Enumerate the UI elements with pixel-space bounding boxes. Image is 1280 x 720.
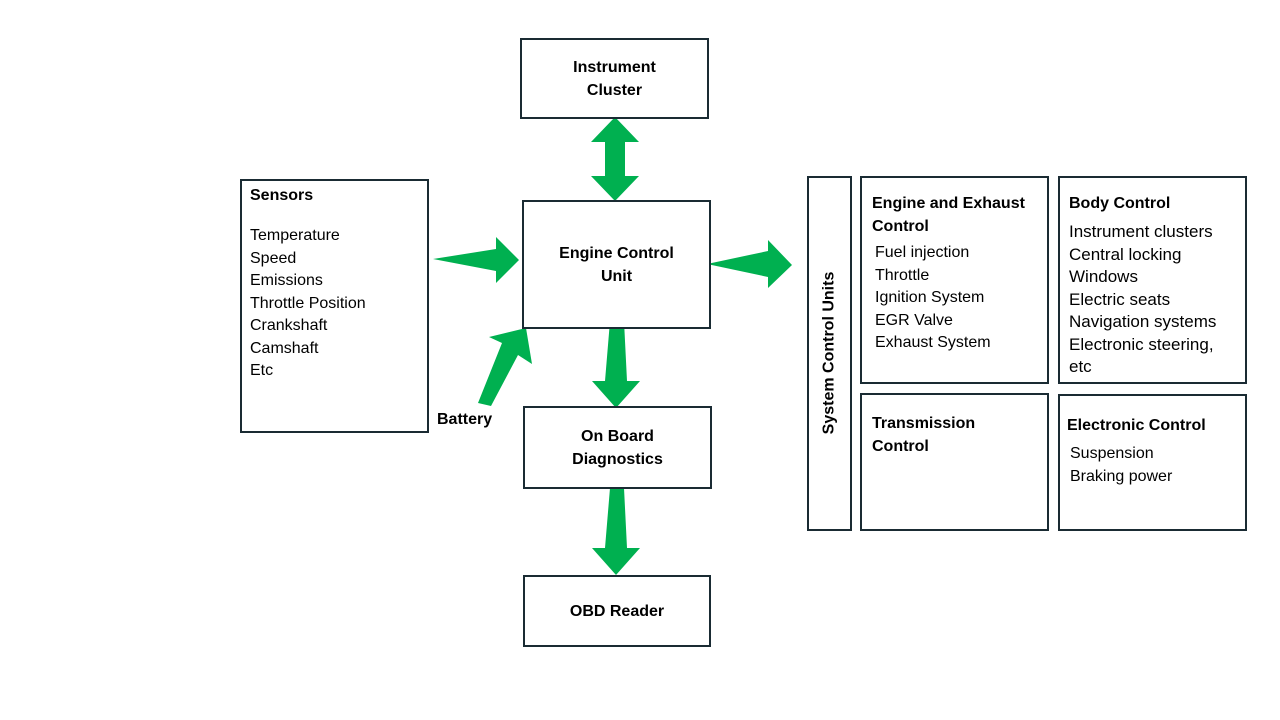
engine-exhaust-control-box: Engine and Exhaust Control Fuel injectio…	[860, 176, 1049, 384]
body-control-item: Windows	[1069, 267, 1138, 286]
electronic-control-title: Electronic Control	[1067, 417, 1206, 434]
obd-label-line1: On Board	[581, 427, 654, 445]
sensor-item: Temperature	[250, 227, 340, 244]
electronic-control-item: Braking power	[1070, 467, 1173, 485]
sensor-item: Crankshaft	[250, 317, 328, 334]
system-control-units-bar	[807, 176, 852, 531]
electronic-control-item: Suspension	[1070, 445, 1154, 462]
body-control-item: Navigation systems	[1069, 312, 1217, 331]
engine-exhaust-item: EGR Valve	[875, 311, 953, 329]
engine-exhaust-item: Fuel injection	[875, 244, 970, 261]
body-control-list: Instrument clusters Central locking Wind…	[1069, 221, 1245, 379]
body-control-item: Instrument clusters	[1069, 222, 1213, 241]
engine-exhaust-title-line1: Engine and Exhaust	[872, 195, 1025, 212]
electronic-control-box: Electronic Control Suspension Braking po…	[1058, 394, 1247, 531]
system-control-units-label: System Control Units	[820, 271, 838, 435]
instrument-cluster-box: Instrument Cluster	[520, 38, 709, 119]
ecu-label-line2: Unit	[600, 267, 633, 285]
sensors-list: Temperature Speed Emissions Throttle Pos…	[250, 225, 427, 383]
system-control-units-label-wrap: System Control Units	[808, 176, 851, 530]
sensor-item: Etc	[250, 362, 274, 379]
arrow-sensors-to-ecu	[433, 237, 519, 283]
arrow-ecu-to-obd	[592, 321, 640, 408]
instrument-cluster-label-line1: Instrument	[573, 58, 656, 76]
engine-exhaust-list: Fuel injection Throttle Ignition System …	[872, 242, 1047, 355]
transmission-title-line2: Control	[872, 438, 929, 455]
body-control-item: Electric seats	[1069, 289, 1171, 309]
arrow-ecu-to-system-units	[707, 240, 792, 288]
ecu-label-line1: Engine Control	[559, 244, 674, 262]
sensors-box: Sensors Temperature Speed Emissions Thro…	[240, 179, 429, 433]
transmission-control-box: Transmission Control	[860, 393, 1049, 531]
body-control-title: Body Control	[1069, 195, 1171, 212]
instrument-cluster-label-line2: Cluster	[586, 81, 643, 99]
body-control-item: Electronic steering,	[1069, 334, 1214, 354]
engine-control-unit-box: Engine Control Unit	[522, 200, 711, 329]
body-control-box: Body Control Instrument clusters Central…	[1058, 176, 1247, 384]
arrow-obd-to-reader	[592, 488, 640, 575]
engine-exhaust-item: Throttle	[875, 266, 930, 284]
sensor-item: Speed	[250, 249, 297, 267]
battery-label: Battery	[437, 411, 493, 428]
obd-reader-box: OBD Reader	[523, 575, 711, 647]
engine-exhaust-item: Ignition System	[875, 289, 985, 306]
sensor-item: Camshaft	[250, 339, 319, 357]
on-board-diagnostics-box: On Board Diagnostics	[523, 406, 712, 489]
arrow-battery-to-ecu	[478, 328, 532, 406]
sensor-item: Emissions	[250, 272, 323, 289]
sensor-item: Throttle Position	[250, 294, 366, 312]
obd-label-line2: Diagnostics	[572, 450, 663, 468]
obd-reader-label: OBD Reader	[569, 602, 665, 620]
body-control-item: etc	[1069, 357, 1092, 376]
transmission-title-line1: Transmission	[872, 415, 976, 432]
engine-exhaust-title-line2: Control	[872, 218, 929, 235]
engine-exhaust-item: Exhaust System	[875, 334, 991, 351]
sensors-title: Sensors	[250, 187, 314, 204]
arrow-ecu-instrument-cluster	[591, 117, 639, 201]
body-control-item: Central locking	[1069, 244, 1182, 264]
electronic-control-list: Suspension Braking power	[1067, 443, 1245, 488]
